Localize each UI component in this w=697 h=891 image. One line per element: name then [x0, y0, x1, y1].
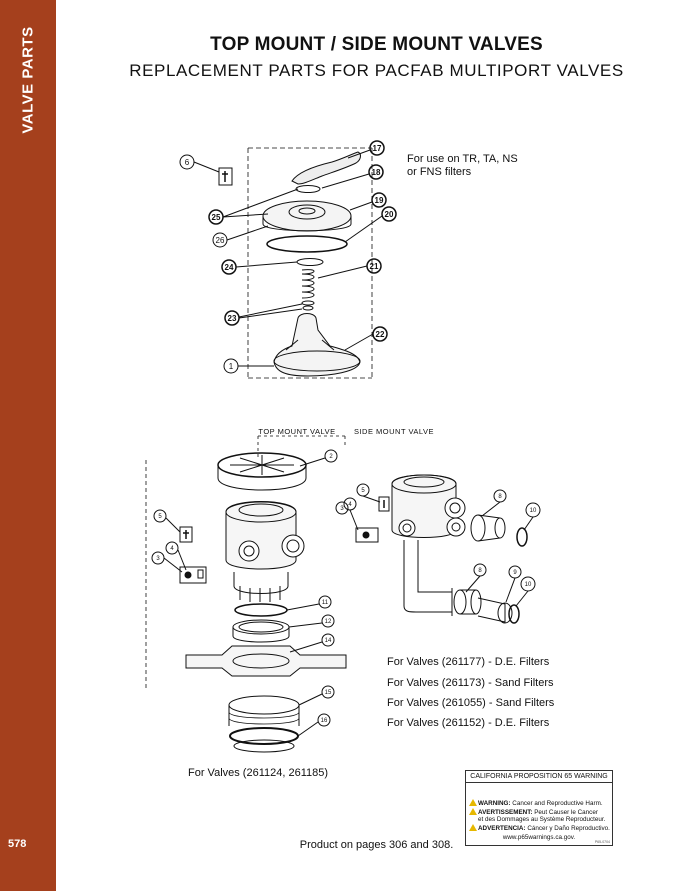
warning-triangle-icon [469, 823, 477, 831]
fits-top-mount: For Valves (261124, 261185) [188, 767, 329, 779]
callout-8b: 8 [478, 568, 482, 574]
callout-12: 12 [325, 619, 332, 625]
bottom-valve-exploded-diagram [145, 435, 541, 753]
callout-4b: 4 [348, 502, 352, 508]
warning-line: ADVERTENCIA: Cáncer y Daño Reproductivo. [466, 823, 612, 833]
callout-11: 11 [322, 600, 329, 606]
warning-code: P65-0704 [594, 840, 610, 844]
warning-triangle-icon [469, 799, 477, 806]
callout-4: 4 [170, 546, 174, 552]
callout-26: 26 [216, 236, 225, 245]
warning-line: WARNING: Cancer and Reproductive Harm. [466, 799, 612, 808]
fits-item: For Valves (261177) - D.E. Filters [387, 656, 550, 668]
callout-18: 18 [372, 168, 381, 177]
top-diagram-note: For use on TR, TA, NS or FNS filters [407, 153, 518, 179]
callout-17: 17 [373, 144, 382, 153]
callout-2: 2 [329, 454, 333, 460]
note-line-1: For use on TR, TA, NS [407, 153, 518, 165]
callout-3: 3 [156, 556, 160, 562]
callout-9: 9 [513, 570, 517, 576]
callout-6: 6 [185, 158, 190, 167]
callout-21: 21 [370, 262, 379, 271]
callout-20: 20 [385, 210, 394, 219]
warning-line: AVERTISSEMENT: Peut Causer le Cancer [466, 807, 612, 817]
callout-3b: 3 [340, 506, 344, 512]
callout-10: 10 [530, 508, 537, 514]
heading-side-mount: SIDE MOUNT VALVE [354, 427, 434, 436]
page-number: 578 [8, 838, 27, 850]
callout-5b: 5 [361, 488, 365, 494]
fits-item: For Valves (261152) - D.E. Filters [387, 717, 550, 729]
sidebar: VALVE PARTS 578 [0, 0, 56, 891]
warning-title: CALIFORNIA PROPOSITION 65 WARNING [466, 771, 612, 783]
callout-5: 5 [158, 514, 162, 520]
prop65-warning-box: CALIFORNIA PROPOSITION 65 WARNING WARNIN… [465, 770, 613, 846]
callout-16: 16 [321, 718, 328, 724]
heading-top-mount: TOP MOUNT VALVE [258, 427, 335, 436]
callout-24: 24 [225, 263, 234, 272]
callout-14: 14 [325, 638, 332, 644]
callout-19: 19 [375, 196, 384, 205]
fits-item: For Valves (261173) - Sand Filters [387, 677, 554, 689]
callout-23: 23 [228, 314, 237, 323]
top-valve-exploded-diagram [179, 140, 397, 379]
page-subtitle: REPLACEMENT PARTS FOR PACFAB MULTIPORT V… [129, 61, 624, 80]
fits-item: For Valves (261055) - Sand Filters [387, 697, 555, 709]
note-line-2: or FNS filters [407, 166, 472, 178]
callout-10b: 10 [525, 582, 532, 588]
warning-triangle-icon [469, 807, 477, 815]
footer-note: Product on pages 306 and 308. [299, 839, 454, 851]
warning-line: et des Dommages au Système Reproducteur. [478, 816, 606, 823]
callout-22: 22 [376, 330, 385, 339]
page-title: TOP MOUNT / SIDE MOUNT VALVES [210, 34, 543, 55]
callout-25: 25 [212, 213, 221, 222]
callout-15: 15 [325, 690, 332, 696]
callout-1: 1 [229, 362, 234, 371]
callout-8: 8 [498, 494, 502, 500]
warning-url: www.p65warnings.ca.gov. [502, 834, 576, 841]
